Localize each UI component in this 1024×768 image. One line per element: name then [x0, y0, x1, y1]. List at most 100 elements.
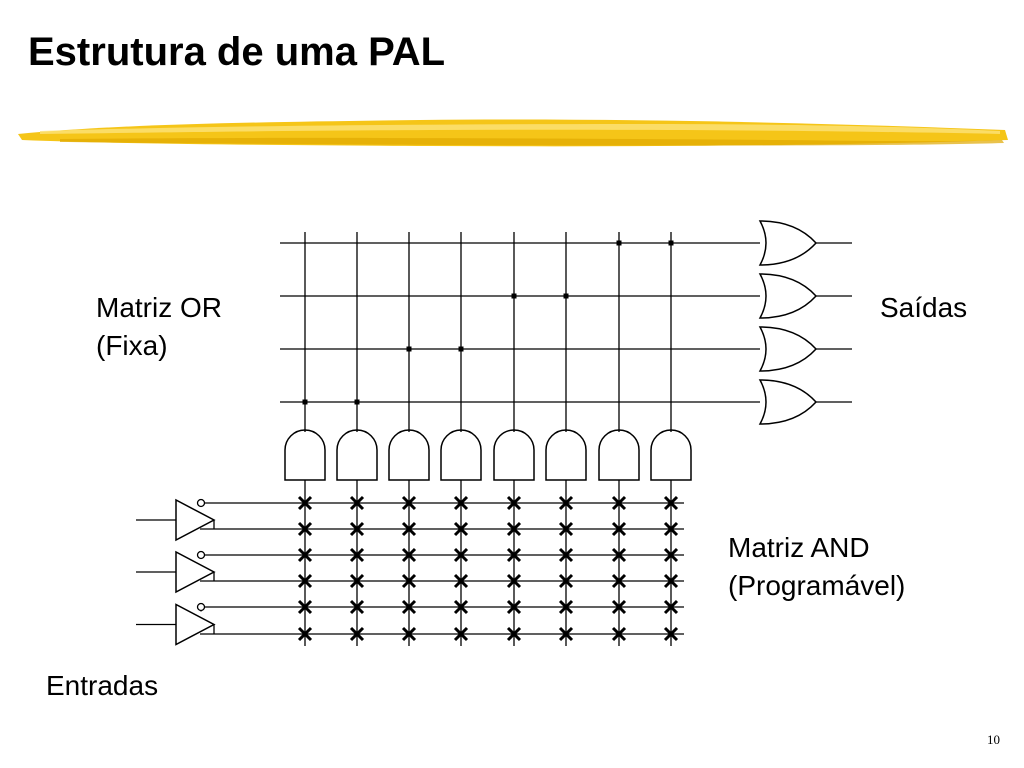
fuse-cross-icon — [663, 599, 679, 615]
fuse-stroke — [401, 495, 417, 511]
buffer-inverter-icon — [175, 550, 216, 594]
inversion-bubble — [196, 602, 206, 612]
and-gate-icon — [388, 429, 430, 481]
fuse-stroke — [453, 495, 469, 511]
fuse-stroke — [558, 495, 574, 511]
fuse-cross-icon — [663, 547, 679, 563]
fuse-cross-icon — [611, 599, 627, 615]
fuse-stroke — [453, 626, 469, 642]
buffer-inverter-icon — [175, 498, 216, 542]
fuse-cross-icon — [611, 573, 627, 589]
fuse-stroke — [401, 626, 417, 642]
fuse-cross-icon — [663, 495, 679, 511]
fuse-cross-icon — [401, 599, 417, 615]
fuse-cross-icon — [663, 626, 679, 642]
fuse-cross-icon — [349, 573, 365, 589]
fuse-cross-icon — [297, 547, 313, 563]
fuse-cross-icon — [297, 626, 313, 642]
fuse-stroke — [611, 547, 627, 563]
or-gate-icon — [758, 379, 818, 425]
fuse-cross-icon — [349, 626, 365, 642]
or-matrix-plane — [280, 232, 760, 432]
or-gates — [758, 220, 852, 425]
fuse-stroke — [663, 626, 679, 642]
fuse-stroke — [558, 573, 574, 589]
label-inputs: Entradas — [46, 670, 159, 701]
fuse-cross-icon — [558, 547, 574, 563]
fuse-cross-icon — [663, 573, 679, 589]
fuse-stroke — [401, 599, 417, 615]
fuse-stroke — [453, 521, 469, 537]
fuse-stroke — [611, 573, 627, 589]
junction-dot-icon — [458, 346, 464, 352]
fuse-cross-icon — [453, 626, 469, 642]
label-and-matrix: Matriz AND (Programável) — [728, 529, 905, 605]
fuse-cross-icon — [349, 547, 365, 563]
fuse-stroke — [663, 573, 679, 589]
fuse-stroke — [297, 495, 313, 511]
fuse-cross-icon — [558, 495, 574, 511]
and-gate-icon — [336, 429, 378, 481]
fuse-cross-icon — [401, 573, 417, 589]
fuse-cross-icon — [349, 599, 365, 615]
and-gate-icon — [598, 429, 640, 481]
fuse-cross-icon — [611, 626, 627, 642]
fuse-stroke — [297, 599, 313, 615]
fuse-stroke — [297, 547, 313, 563]
junction-dot-icon — [616, 240, 622, 246]
fuse-stroke — [297, 521, 313, 537]
label-or-matrix-line1: Matriz OR — [96, 292, 222, 323]
junction-dot-icon — [511, 293, 517, 299]
fuse-stroke — [663, 547, 679, 563]
fuse-stroke — [506, 626, 522, 642]
fuse-cross-icon — [401, 547, 417, 563]
or-gate-icon — [758, 220, 818, 266]
label-and-matrix-line1: Matriz AND — [728, 532, 870, 563]
junction-dot-icon — [302, 399, 308, 405]
fuse-cross-icon — [453, 495, 469, 511]
fuse-cross-icon — [558, 521, 574, 537]
fuse-stroke — [401, 573, 417, 589]
fuse-cross-icon — [297, 495, 313, 511]
fuse-stroke — [558, 626, 574, 642]
fuse-stroke — [297, 626, 313, 642]
fuse-stroke — [611, 495, 627, 511]
label-outputs: Saídas — [880, 292, 968, 323]
fuse-cross-icon — [297, 599, 313, 615]
fuse-cross-icon — [297, 573, 313, 589]
fuse-stroke — [611, 626, 627, 642]
yellow-brush-stroke — [18, 119, 1008, 147]
and-gate-icon — [493, 429, 535, 481]
fuse-stroke — [453, 573, 469, 589]
fuse-stroke — [558, 547, 574, 563]
fuse-stroke — [506, 521, 522, 537]
fuse-cross-icon — [506, 573, 522, 589]
and-gate-icon — [440, 429, 482, 481]
label-or-matrix-line2: (Fixa) — [96, 330, 168, 361]
fuse-cross-icon — [453, 521, 469, 537]
fuse-stroke — [611, 599, 627, 615]
or-gate-icon — [758, 326, 818, 372]
fuse-stroke — [297, 573, 313, 589]
fuse-stroke — [663, 495, 679, 511]
fuse-cross-icon — [663, 521, 679, 537]
inversion-bubble — [196, 498, 206, 508]
fuse-stroke — [401, 547, 417, 563]
fuse-stroke — [506, 599, 522, 615]
fuse-cross-icon — [506, 626, 522, 642]
fuse-cross-icon — [349, 495, 365, 511]
inversion-bubble — [196, 550, 206, 560]
fuse-stroke — [611, 521, 627, 537]
fuse-cross-icon — [453, 599, 469, 615]
fuse-stroke — [663, 599, 679, 615]
fuse-stroke — [453, 599, 469, 615]
fuse-stroke — [349, 599, 365, 615]
fuse-cross-icon — [453, 547, 469, 563]
and-gate-icon — [284, 429, 326, 481]
fuse-cross-icon — [401, 521, 417, 537]
input-buffers — [136, 498, 216, 646]
junction-dot-icon — [563, 293, 569, 299]
junction-dot-icon — [406, 346, 412, 352]
and-gate-icon — [650, 429, 692, 481]
fuse-cross-icon — [611, 495, 627, 511]
